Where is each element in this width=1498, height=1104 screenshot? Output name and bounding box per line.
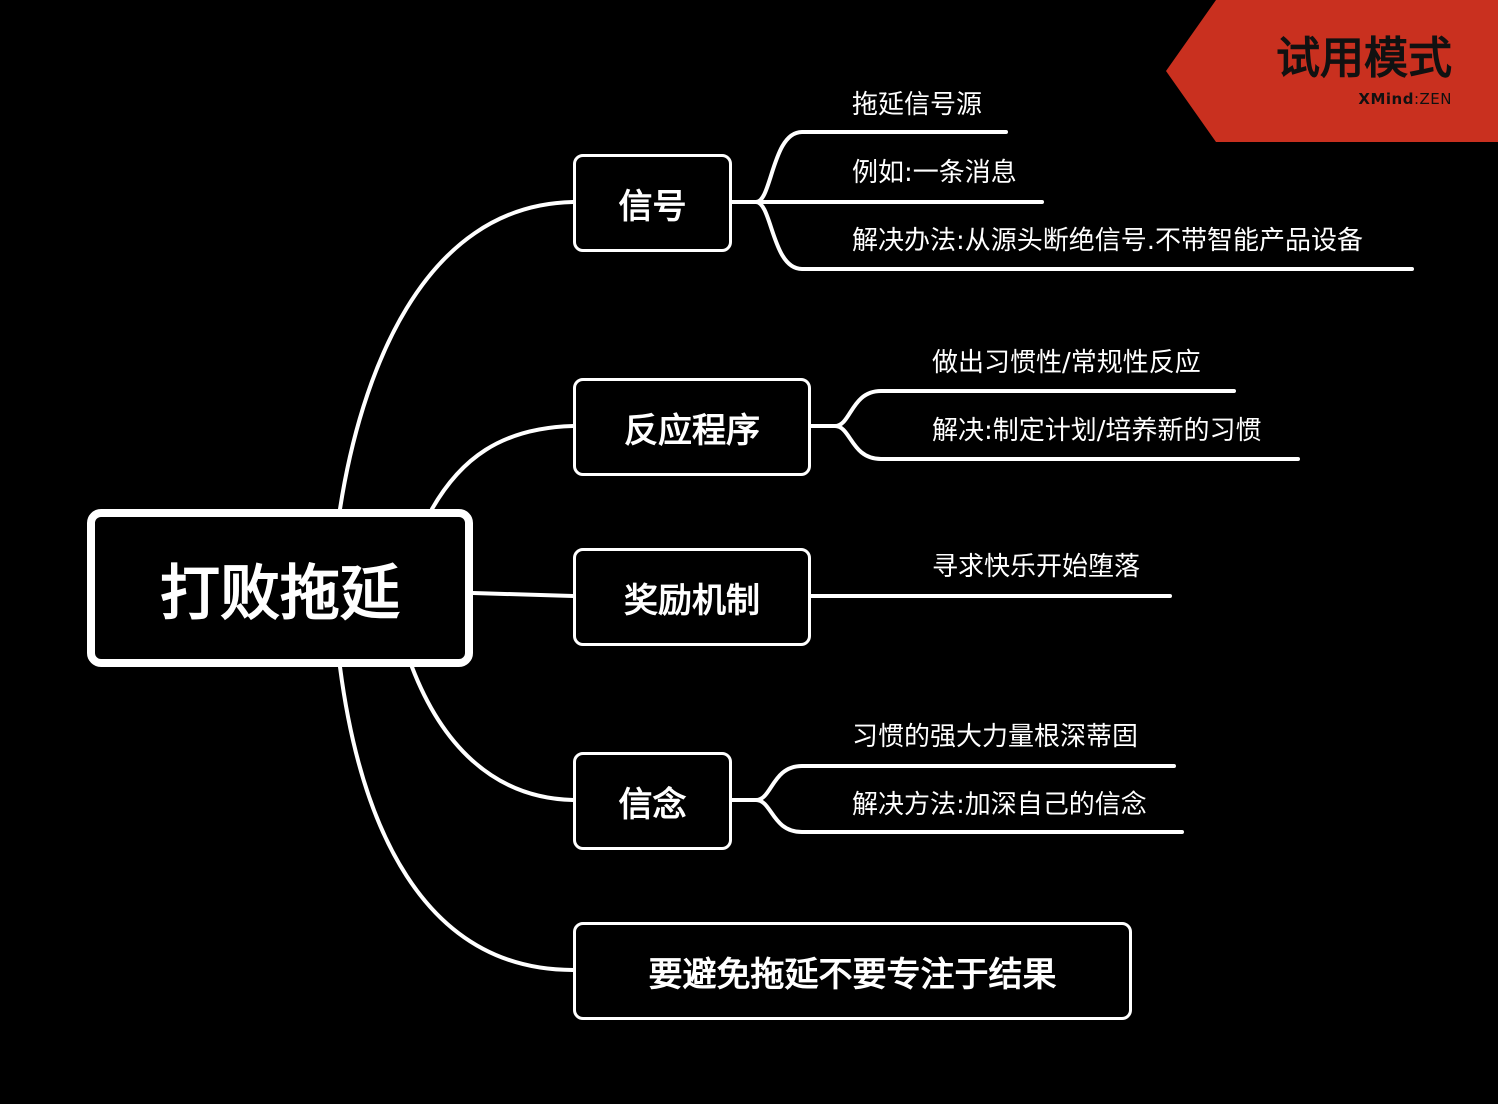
branch-topic-belief[interactable]: 信念 (573, 752, 732, 850)
connector-line (410, 665, 575, 802)
leaf-underline (833, 424, 1300, 461)
leaf-topic[interactable]: 例如:一条消息 (852, 158, 1017, 188)
central-topic[interactable]: 打败拖延 (87, 509, 473, 667)
leaf-topic[interactable]: 解决:制定计划/培养新的习惯 (932, 416, 1262, 446)
branch-topic-label: 奖励机制 (624, 580, 760, 621)
leaf-underline (754, 764, 1176, 802)
brand-separator: : (1413, 90, 1420, 108)
leaf-underline (833, 389, 1236, 428)
connector-line (430, 424, 575, 511)
branch-topic-signal[interactable]: 信号 (573, 154, 732, 252)
central-topic-label: 打败拖延 (160, 558, 400, 629)
leaf-underline (754, 130, 1008, 204)
connector-line (471, 591, 575, 598)
connector-line (338, 665, 575, 972)
connector-line (338, 200, 575, 511)
leaf-topic[interactable]: 习惯的强大力量根深蒂固 (852, 722, 1139, 752)
leaf-underline (754, 200, 1414, 271)
branch-topic-label: 反应程序 (624, 410, 760, 451)
branch-topic-response[interactable]: 反应程序 (573, 378, 811, 476)
leaf-topic[interactable]: 解决方法:加深自己的信念 (852, 790, 1147, 820)
branch-topic-label: 要避免拖延不要专注于结果 (648, 954, 1057, 995)
leaf-topic[interactable]: 拖延信号源 (852, 90, 983, 120)
branch-topic-label: 信号 (618, 186, 687, 227)
leaf-topic[interactable]: 解决办法:从源头断绝信号.不带智能产品设备 (852, 226, 1364, 256)
brand-logo: XMind:ZEN (1300, 90, 1452, 108)
trial-badge-fill (1166, 0, 1498, 142)
brand-edition: ZEN (1419, 90, 1452, 108)
leaf-topic[interactable]: 做出习惯性/常规性反应 (932, 348, 1201, 378)
leaf-topic[interactable]: 寻求快乐开始堕落 (932, 552, 1141, 582)
trial-badge-shape (1166, 0, 1498, 142)
branch-topic-reward[interactable]: 奖励机制 (573, 548, 811, 646)
trial-mode-label: 试用模式 (1276, 33, 1452, 84)
brand-name: XMind (1358, 90, 1414, 108)
branch-topic-focus[interactable]: 要避免拖延不要专注于结果 (573, 922, 1132, 1020)
branch-topic-label: 信念 (618, 784, 687, 825)
leaf-underline (754, 798, 1184, 834)
